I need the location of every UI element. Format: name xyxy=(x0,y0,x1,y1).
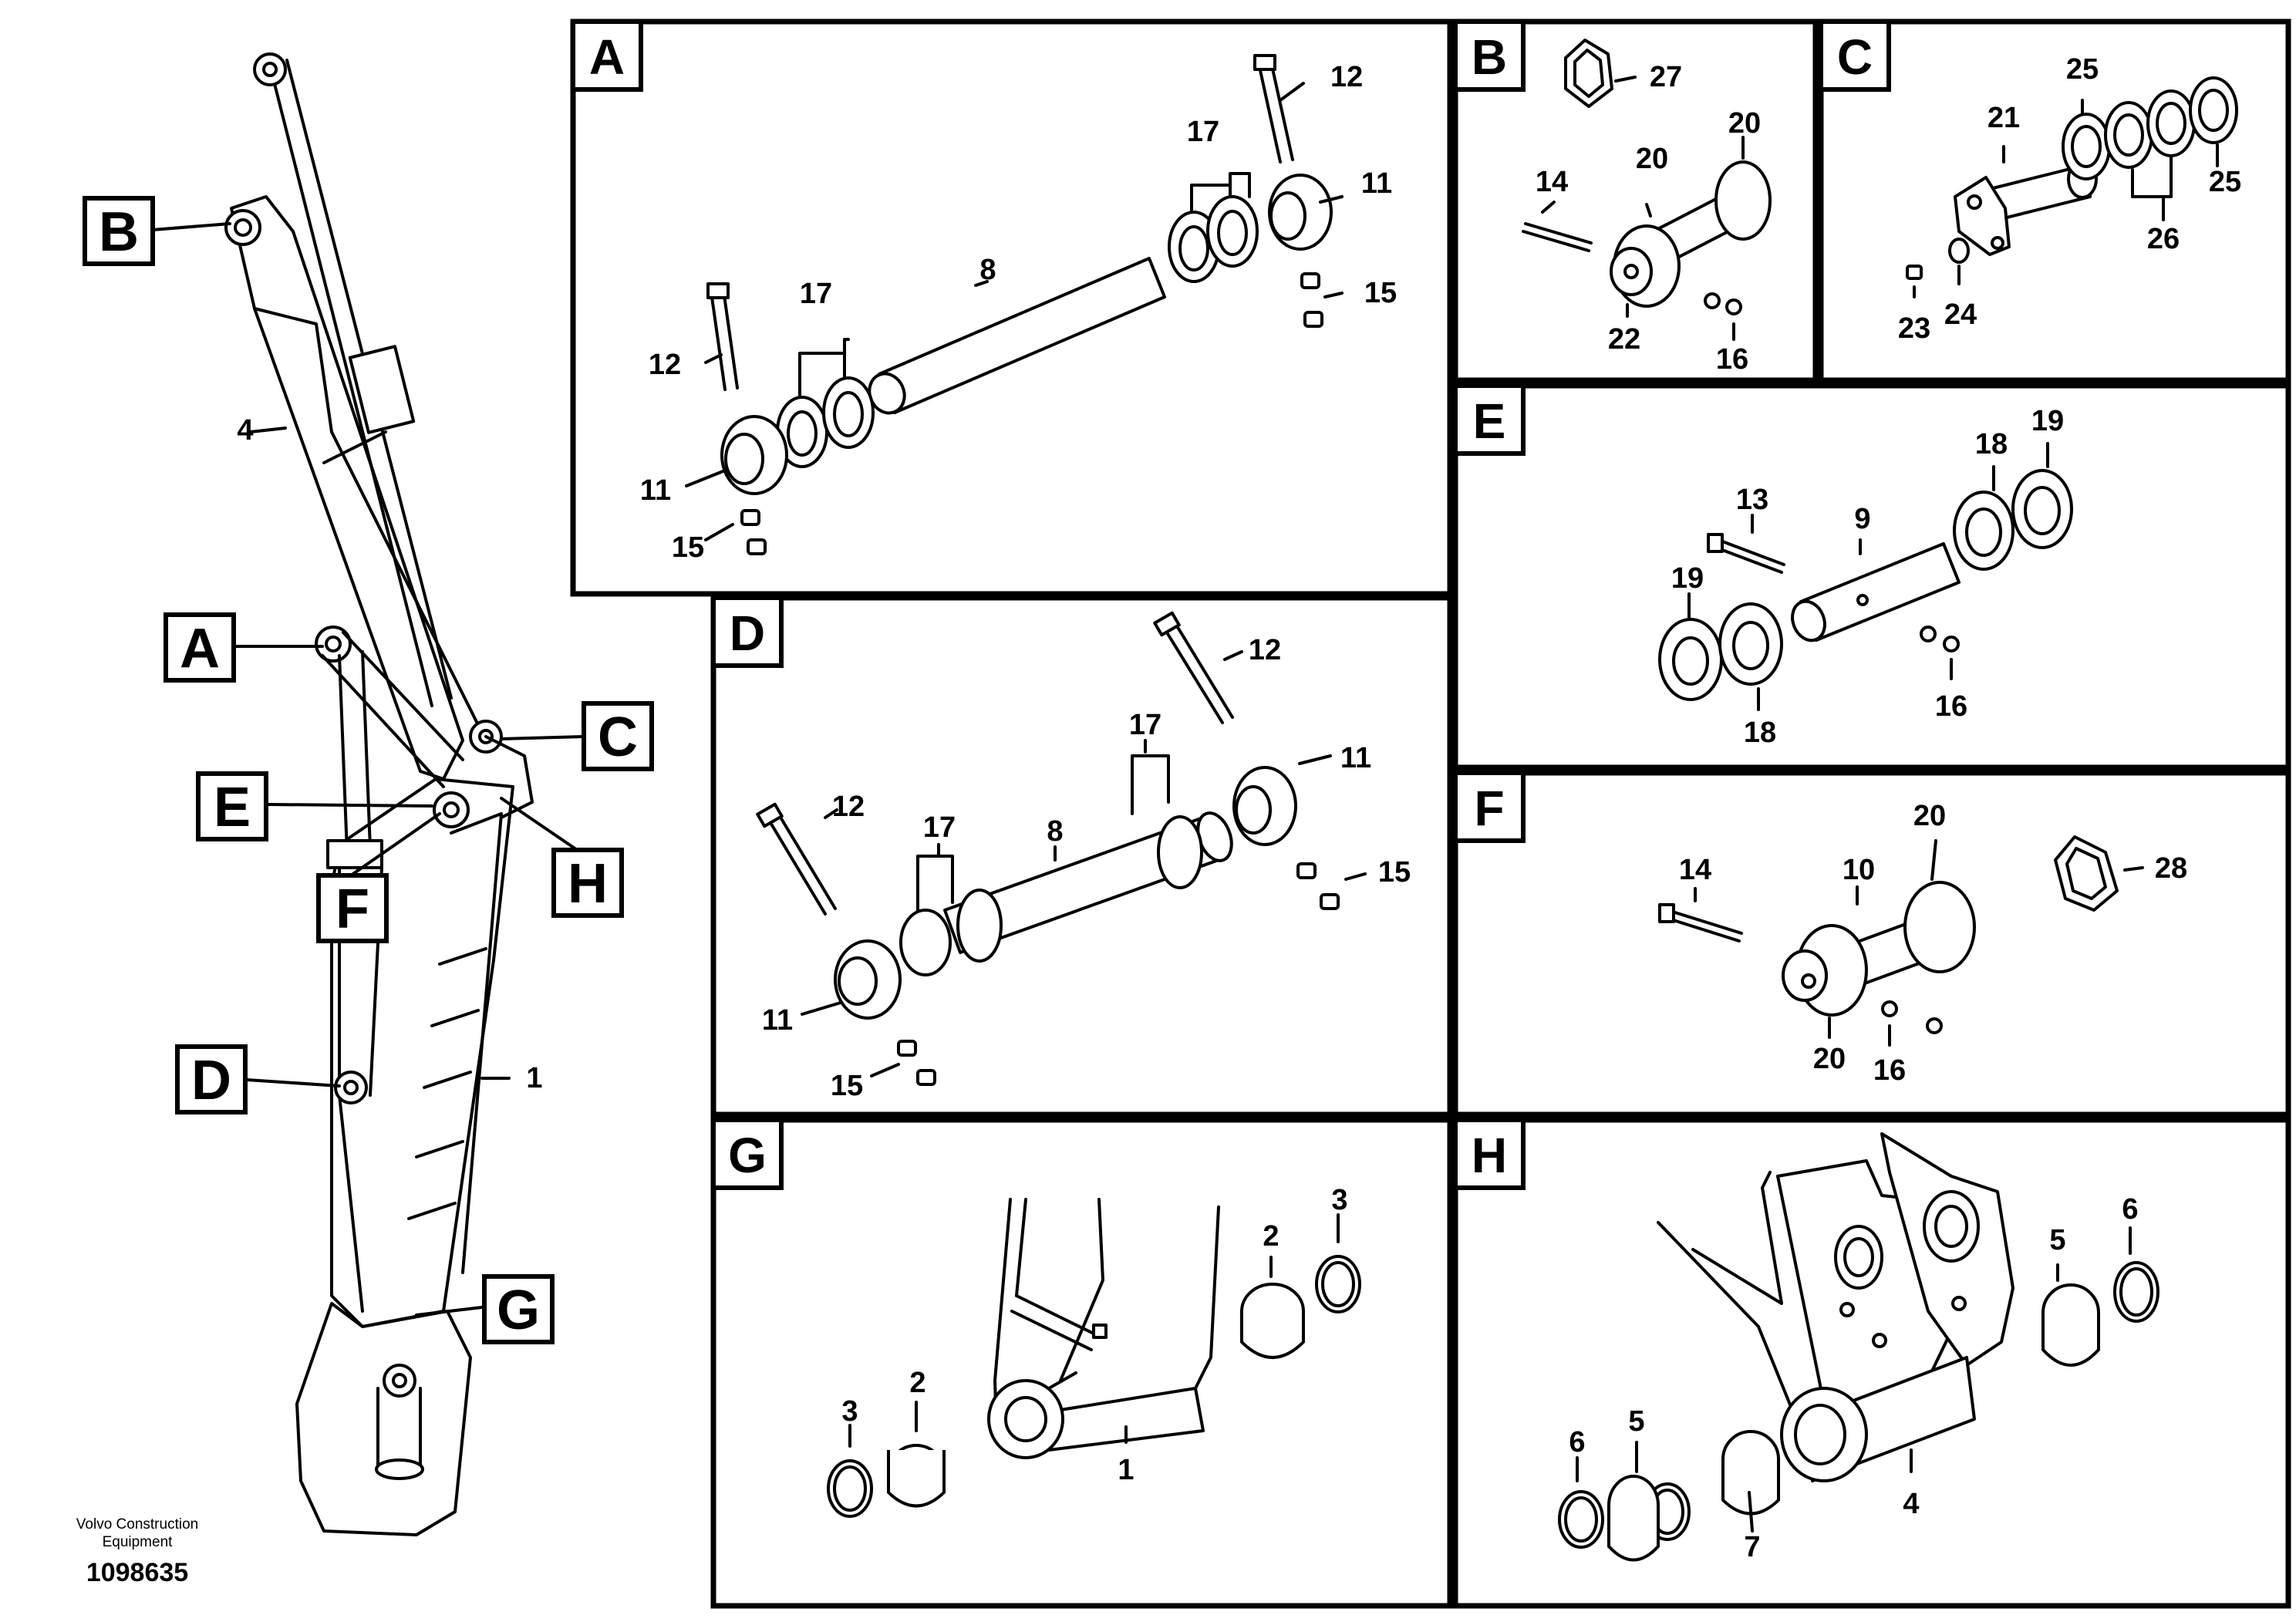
panel-A-tag: A xyxy=(589,29,625,85)
panel-G-tag: G xyxy=(728,1128,767,1183)
overview-leaders xyxy=(151,222,588,1317)
panel-D-label-11-right: 11 xyxy=(1340,742,1371,774)
panel-F-label-28: 28 xyxy=(2155,852,2187,885)
panel-E-tag: E xyxy=(1473,393,1506,449)
panel-H-label-7: 7 xyxy=(1744,1531,1760,1563)
panel-E-label-18-bottom: 18 xyxy=(1744,717,1776,749)
panel-G-label-2-right: 2 xyxy=(1263,1220,1279,1253)
panel-A-label-8: 8 xyxy=(979,254,996,286)
panel-D-label-15-left: 15 xyxy=(831,1070,863,1102)
callout-H: H xyxy=(551,848,624,918)
callout-C-label: C xyxy=(598,706,638,768)
panel-E-label-19-top: 19 xyxy=(2031,405,2064,437)
panel-C-label-23: 23 xyxy=(1898,312,1930,345)
panel-F-tag: F xyxy=(1474,781,1504,836)
panel-F-label-20-top: 20 xyxy=(1913,800,1946,832)
panel-B-label-20-right: 20 xyxy=(1728,107,1761,140)
panel-G-label-3-left: 3 xyxy=(841,1395,858,1428)
panel-A-label-17-top: 17 xyxy=(1187,116,1219,148)
callout-F: F xyxy=(316,873,389,943)
panel-A-label-12-top: 12 xyxy=(1330,61,1363,93)
panel-B-label-20-left: 20 xyxy=(1636,143,1668,175)
callout-A: A xyxy=(164,612,236,683)
overview-part-1: 1 xyxy=(526,1062,542,1094)
panel-A: A 12 17 11 15 8 xyxy=(570,19,1453,597)
panel-H-label-5-left: 5 xyxy=(1628,1405,1644,1438)
panel-E-label-9: 9 xyxy=(1854,503,1870,535)
panel-D-label-12-top: 12 xyxy=(1249,634,1281,666)
panel-D-label-17-left: 17 xyxy=(923,811,956,844)
panel-B: B 27 20 14 20 22 16 xyxy=(1452,19,1819,383)
panel-A-label-11-left: 11 xyxy=(640,474,671,507)
panel-C-tag: C xyxy=(1837,29,1873,85)
panel-A-label-11-right: 11 xyxy=(1361,167,1392,200)
boom-arm-overview xyxy=(224,52,534,1536)
panel-G-label-2-left: 2 xyxy=(909,1367,925,1399)
panel-B-tag: B xyxy=(1472,29,1507,85)
footer-company: Volvo Construction xyxy=(76,1516,198,1533)
callout-E-label: E xyxy=(214,777,251,838)
callout-E: E xyxy=(196,771,268,841)
panel-D-label-11-left: 11 xyxy=(762,1004,793,1037)
panel-F-label-10: 10 xyxy=(1843,854,1875,886)
callout-A-label: A xyxy=(180,618,220,679)
callout-G-label: G xyxy=(497,1280,540,1341)
panel-C: C 25 21 25 26 23 24 xyxy=(1818,19,2291,383)
panel-D-label-15-right: 15 xyxy=(1378,856,1411,889)
panel-G-label-1: 1 xyxy=(1118,1454,1134,1486)
panel-E-label-16: 16 xyxy=(1935,690,1967,723)
panel-D: D 12 17 12 17 8 11 15 11 15 xyxy=(710,595,1453,1118)
panel-H-label-4: 4 xyxy=(1903,1488,1919,1520)
panel-E: E 19 18 13 9 19 18 16 xyxy=(1452,383,2291,771)
panel-D-tag: D xyxy=(730,605,765,661)
panel-C-label-25-right: 25 xyxy=(2209,166,2241,198)
panel-H-label-5-right: 5 xyxy=(2049,1224,2065,1256)
panel-F-label-20-bottom: 20 xyxy=(1813,1043,1846,1075)
panel-B-label-27: 27 xyxy=(1650,61,1682,93)
panel-F-label-14: 14 xyxy=(1679,854,1711,886)
panel-H-label-6-left: 6 xyxy=(1569,1426,1585,1458)
panel-G-label-3-right: 3 xyxy=(1331,1184,1347,1216)
panel-A-label-15-left: 15 xyxy=(672,531,704,564)
callout-C: C xyxy=(582,701,654,771)
panel-D-label-12-left: 12 xyxy=(832,791,865,823)
panel-A-label-12-left: 12 xyxy=(649,349,681,381)
panel-F-label-16: 16 xyxy=(1873,1054,1906,1087)
document-number: 1098635 xyxy=(86,1558,188,1587)
panel-B-label-14: 14 xyxy=(1536,166,1568,198)
panel-B-label-16: 16 xyxy=(1716,343,1748,376)
panel-A-label-15-right: 15 xyxy=(1364,277,1397,309)
callout-D-label: D xyxy=(191,1050,231,1111)
callout-B: B xyxy=(83,196,155,266)
panel-C-label-26: 26 xyxy=(2147,223,2180,255)
panel-F: F 20 14 10 28 20 16 xyxy=(1452,770,2291,1118)
panel-B-label-22: 22 xyxy=(1608,323,1640,356)
callout-B-label: B xyxy=(99,201,139,263)
callout-H-label: H xyxy=(568,853,608,915)
footer-company-line2: Equipment xyxy=(103,1534,174,1550)
panel-D-label-17-right: 17 xyxy=(1129,709,1161,741)
panel-D-label-8: 8 xyxy=(1047,815,1063,848)
panel-A-label-17-left: 17 xyxy=(800,278,832,310)
panel-C-label-25-top: 25 xyxy=(2066,53,2099,86)
panel-E-label-13: 13 xyxy=(1736,484,1768,516)
panel-G: G 2 3 3 2 1 xyxy=(710,1117,1453,1609)
panel-C-label-21: 21 xyxy=(1988,102,2020,134)
panel-H: H 5 6 6 5 7 4 xyxy=(1452,1117,2291,1609)
panel-H-tag: H xyxy=(1472,1128,1507,1183)
callout-D: D xyxy=(175,1044,248,1114)
overview-part-4: 4 xyxy=(237,414,253,447)
panel-E-label-19-left: 19 xyxy=(1671,562,1704,595)
panel-E-label-18-top: 18 xyxy=(1975,428,2008,460)
callout-G: G xyxy=(482,1274,555,1344)
panel-C-label-24: 24 xyxy=(1944,298,1977,331)
panel-H-label-6-right: 6 xyxy=(2122,1193,2138,1226)
callout-F-label: F xyxy=(335,878,369,940)
